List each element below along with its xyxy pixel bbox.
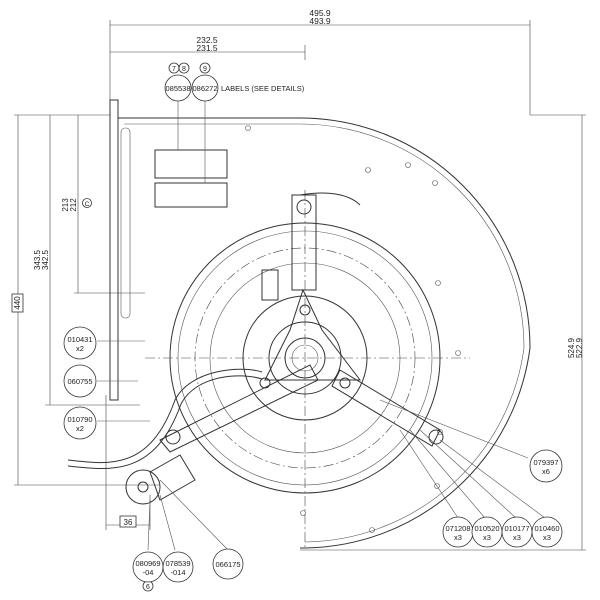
dim-right-b: 522.9 — [575, 337, 584, 358]
svg-text:x3: x3 — [454, 533, 462, 542]
note-7: 7 — [172, 66, 176, 73]
dim-left-h1-symbol: C — [85, 201, 90, 208]
dim-left-h2-a: 343.5 — [33, 249, 42, 270]
callout-080969: 080969 -04 — [132, 551, 164, 583]
labels-note: LABELS (SEE DETAILS) — [221, 84, 305, 93]
dim-left-h1-a: 213 — [61, 198, 70, 212]
svg-text:086272: 086272 — [192, 84, 217, 93]
svg-text:x3: x3 — [543, 533, 551, 542]
dimension-texts: 495.9 493.9 232.5 231.5 213 212 C 343.5 … — [11, 8, 584, 528]
dimension-lines — [14, 20, 586, 551]
housing-holes — [245, 125, 461, 533]
svg-text:010520: 010520 — [474, 524, 499, 533]
svg-text:x3: x3 — [483, 533, 491, 542]
svg-text:078539: 078539 — [165, 559, 190, 568]
dim-left-h1-b: 212 — [69, 198, 78, 212]
svg-text:x2: x2 — [76, 344, 84, 353]
dim-bottom-boxed: 36 — [124, 518, 133, 527]
leader-lines — [97, 98, 546, 551]
callout-071208: 071208 x3 — [442, 516, 474, 548]
svg-text:x6: x6 — [542, 467, 550, 476]
callout-010790: 010790 x2 — [63, 406, 97, 440]
dim-center-b: 231.5 — [196, 43, 218, 53]
svg-text:066175: 066175 — [215, 560, 240, 569]
callout-079397: 079397 x6 — [529, 449, 563, 483]
svg-text:-04: -04 — [143, 568, 154, 577]
callout-010460: 010460 x3 — [531, 516, 563, 548]
callout-010520: 010520 x3 — [471, 516, 503, 548]
callout-060755: 060755 — [63, 364, 97, 398]
callout-078539: 078539 -014 — [162, 551, 194, 583]
svg-text:x3: x3 — [513, 533, 521, 542]
callout-066175: 066175 — [212, 548, 244, 580]
svg-text:085538: 085538 — [165, 84, 190, 93]
svg-text:010431: 010431 — [67, 335, 92, 344]
svg-text:010790: 010790 — [67, 415, 92, 424]
svg-text:-014: -014 — [170, 568, 185, 577]
note-6: 6 — [146, 584, 150, 591]
note-markers: 7 8 9 6 — [142, 62, 211, 592]
housing — [109, 99, 531, 549]
dim-right-a: 524.9 — [567, 337, 576, 358]
note-8: 8 — [182, 66, 186, 73]
dim-top-b: 493.9 — [309, 16, 331, 26]
svg-text:080969: 080969 — [135, 559, 160, 568]
part-callouts: 085538 086272 010431 x2 060755 010790 x2… — [63, 74, 563, 583]
callout-086272: 086272 — [191, 74, 219, 102]
callout-010177: 010177 x3 — [501, 516, 533, 548]
dim-top-a: 495.9 — [309, 8, 331, 18]
dim-left-h2-b: 342.5 — [41, 249, 50, 270]
center-lines — [145, 190, 470, 548]
callout-085538: 085538 — [164, 74, 192, 102]
callout-010431: 010431 x2 — [63, 326, 97, 360]
svg-text:010460: 010460 — [534, 524, 559, 533]
dim-left-boxed: 440 — [13, 296, 22, 310]
svg-text:060755: 060755 — [67, 377, 92, 386]
svg-text:071208: 071208 — [445, 524, 470, 533]
tension-lever — [125, 454, 196, 505]
svg-text:010177: 010177 — [504, 524, 529, 533]
cable — [67, 192, 361, 470]
note-9: 9 — [203, 66, 207, 73]
svg-text:079397: 079397 — [533, 458, 558, 467]
motor-arms — [159, 194, 444, 453]
svg-text:x2: x2 — [76, 424, 84, 433]
dim-center-a: 232.5 — [196, 35, 218, 45]
